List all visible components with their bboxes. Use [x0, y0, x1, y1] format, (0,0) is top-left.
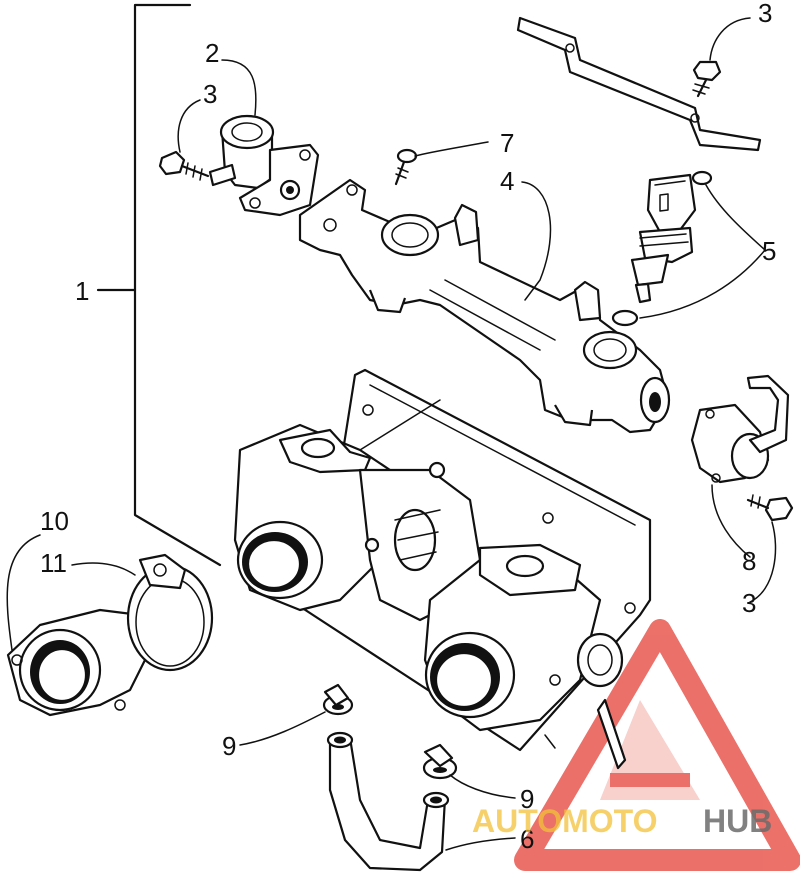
watermark-text-hub: HUB	[703, 803, 772, 839]
hose-clamp	[126, 553, 214, 672]
hose-clip-right	[422, 743, 458, 780]
callout-10: 10	[40, 506, 69, 536]
callout-3-idle-bolt: 3	[742, 588, 756, 618]
hose-clip-left	[322, 683, 354, 716]
callout-3-top-bolt: 3	[758, 0, 772, 28]
bolt-top-right	[692, 60, 722, 98]
callout-7: 7	[500, 128, 514, 158]
callout-4: 4	[500, 166, 514, 196]
callout-6: 6	[520, 824, 534, 854]
idle-air-control-valve	[690, 374, 790, 484]
watermark-logo	[514, 619, 800, 871]
callout-11: 11	[40, 548, 67, 578]
callout-labels: 1 2 3 3 3 4 5 6 7 8 9 9 10 11	[40, 0, 776, 854]
intake-boot	[6, 608, 152, 717]
o-ring-bottom	[611, 309, 639, 327]
screw-rail	[394, 148, 418, 186]
callout-1: 1	[75, 276, 89, 306]
rail-bracket-plate	[516, 16, 762, 152]
bolt-regulator	[158, 150, 210, 181]
callout-3-regulator-bolt: 3	[203, 79, 217, 109]
leader-lines	[6, 17, 777, 851]
coolant-hose	[326, 731, 450, 872]
callout-5: 5	[762, 236, 776, 266]
o-ring-top	[691, 170, 713, 186]
bolt-idle-valve	[746, 494, 794, 522]
callout-2: 2	[205, 38, 219, 68]
callout-9-left: 9	[222, 731, 236, 761]
callout-9-right: 9	[520, 784, 534, 814]
watermark-text-automoto: AUTOMOTO	[472, 803, 657, 839]
fuel-pressure-regulator	[208, 114, 320, 217]
watermark-text: AUTOMOTO HUB	[472, 803, 772, 839]
throttle-body	[233, 368, 652, 770]
assembly-bracket	[96, 3, 222, 567]
callout-8: 8	[742, 546, 756, 576]
fuel-rail	[298, 178, 671, 434]
fuel-injector	[630, 173, 697, 304]
